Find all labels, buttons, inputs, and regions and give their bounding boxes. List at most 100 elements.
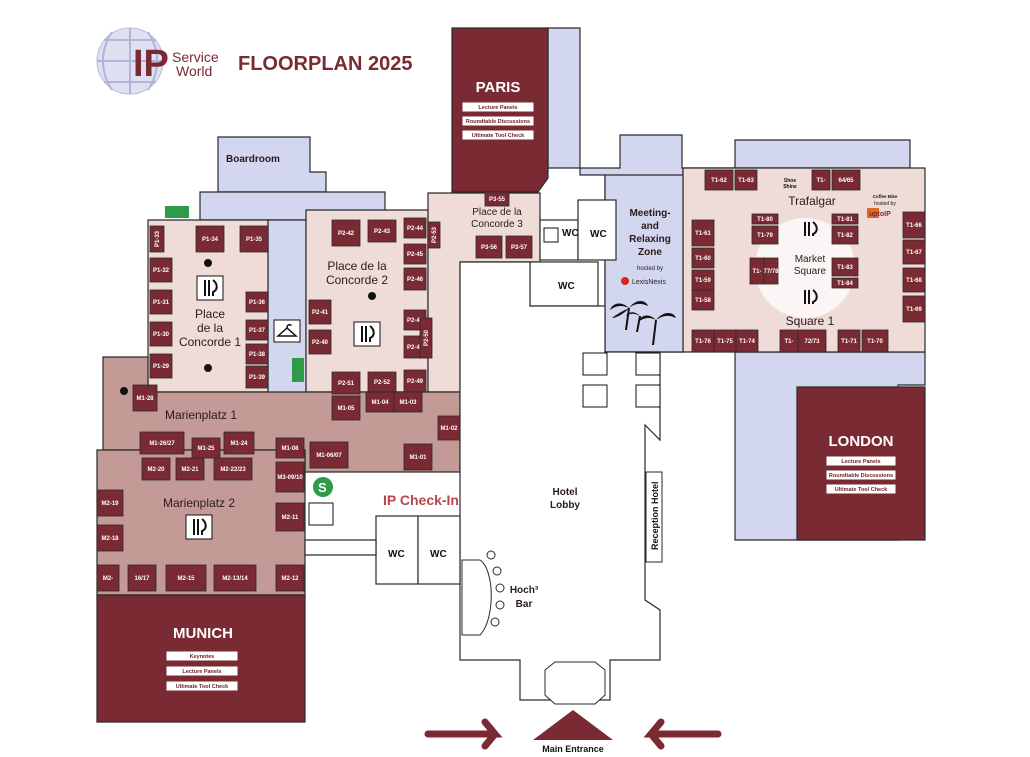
booth-p1: P1-39: [245, 365, 269, 389]
booth-m2: M2-11: [275, 502, 305, 532]
dot-markers: [120, 259, 376, 395]
paris-item: Lecture Panels: [478, 105, 517, 111]
booth-label: P1-31: [153, 300, 170, 306]
svg-text:Concorde 1: Concorde 1: [179, 335, 241, 349]
booth-label: T1-62: [711, 178, 727, 184]
booth-label: M2-15: [177, 576, 195, 582]
booth-label: 64/65: [838, 178, 854, 184]
booth-t1: T1-75: [713, 329, 737, 353]
booth-m2: M2-13/14: [213, 564, 257, 592]
booth-t1: T1-: [779, 329, 799, 353]
booth-label: P2-50: [424, 329, 430, 346]
booth-label: M2-12: [281, 576, 299, 582]
booth-t1: T1-68: [902, 267, 926, 293]
booth-label: P1-35: [246, 237, 263, 243]
svg-text:Concorde 3: Concorde 3: [471, 219, 523, 230]
page-title: FLOORPLAN 2025: [238, 53, 412, 75]
booth-m1: M1-24: [223, 431, 255, 455]
exit-sign-icon: [292, 358, 304, 382]
svg-text:Square: Square: [794, 266, 827, 277]
booth-label: M2-22/23: [220, 467, 246, 473]
booth-p1: P1-31: [149, 289, 173, 315]
booth-label: T1-81: [837, 217, 853, 223]
booth-t1: T1-63: [734, 169, 758, 191]
booth-label: T1-: [817, 178, 826, 184]
london-item: Lecture Panels: [841, 459, 880, 465]
boardroom-label: Boardroom: [226, 154, 280, 165]
emergency-exit-icon: [165, 206, 189, 218]
booth-label: T1-71: [841, 339, 857, 345]
svg-text:Relaxing: Relaxing: [629, 234, 671, 245]
wc-label: WC: [590, 229, 607, 240]
stage-munich-name: MUNICH: [173, 625, 233, 642]
marienplatz2-label: Marienplatz 2: [163, 496, 235, 510]
london-item: Ultimate Tool Check: [835, 487, 888, 493]
booth-p1: P1-30: [149, 321, 173, 347]
paris-item: Roundtable Discussions: [466, 119, 530, 125]
booth-label: P3-55: [489, 197, 506, 203]
booth-t1: T1-60: [691, 247, 715, 269]
shoe-shine-label: Shoe Shine: [783, 178, 797, 190]
booth-label: M2-11: [282, 515, 299, 521]
entrance-triangle: [533, 710, 613, 740]
booth-p3: P3-57: [505, 235, 533, 259]
booth-t1: T1-70: [861, 329, 889, 353]
booth-label: T1-68: [906, 278, 922, 284]
booth-m1: M1-28: [132, 384, 158, 412]
booth-m2: M2-: [96, 564, 120, 592]
booth-p2: P2-41: [308, 299, 332, 325]
s-bahn-icon: S: [313, 477, 333, 497]
meeting-zone: [604, 174, 684, 353]
booth-label: P2-49: [407, 379, 424, 385]
booth-label: P1-29: [153, 364, 170, 370]
booth-label: P1-36: [249, 300, 266, 306]
booth-m1: M1-01: [403, 443, 433, 471]
booth-label: T1-79: [757, 233, 773, 239]
booth-t1: T1-: [811, 169, 831, 191]
booth-label: M1-24: [230, 441, 248, 447]
market-square-label: Market Square: [794, 254, 827, 277]
meeting-zone-label: Meeting- and Relaxing Zone hosted by Lex…: [621, 208, 671, 286]
booth-m2: M2-19: [96, 489, 124, 517]
svg-text:Shine: Shine: [783, 184, 797, 190]
logo-service: Service: [172, 49, 219, 65]
svg-text:hosted by: hosted by: [874, 201, 896, 207]
svg-text:Place de la: Place de la: [472, 207, 522, 218]
booth-label: M1-04: [371, 400, 389, 406]
reception-label: Reception Hotel: [650, 481, 660, 550]
booth-label: P2-42: [338, 231, 355, 237]
booth-p1: P1-35: [239, 225, 269, 253]
booth-m2: 16/17: [127, 564, 157, 592]
booth-p1: P1-32: [149, 257, 173, 283]
hotel-lobby: [459, 261, 661, 701]
pdlc1-label: Place de la Concorde 1: [179, 307, 241, 349]
booth-p2: P2-52: [367, 371, 397, 393]
cutlery-icon: [804, 289, 818, 304]
booth-p2: P2-42: [331, 219, 361, 247]
booth-label: P2-46: [407, 277, 424, 283]
booth-m2: M2-18: [96, 524, 124, 552]
booth-label: M2-20: [147, 467, 165, 473]
svg-text:Concorde 2: Concorde 2: [326, 273, 388, 287]
booth-label: M1-02: [440, 426, 458, 432]
booth-m2: M2-20: [141, 457, 171, 481]
svg-text:Market: Market: [795, 254, 826, 265]
booth-label: T1-74: [739, 339, 755, 345]
booth-label: M2-13/14: [222, 576, 248, 582]
svg-text:S: S: [318, 480, 327, 495]
booth-t1: T1-79: [751, 225, 779, 245]
wc-block-top: [529, 199, 617, 307]
booth-label: M1-28: [136, 396, 154, 402]
uptoip-logo-icon: [867, 208, 879, 218]
lexisnexis-logo-icon: [621, 277, 629, 285]
booth-label: P1-38: [249, 352, 266, 358]
svg-text:uptoIP: uptoIP: [869, 211, 891, 218]
booth-t1: T1-74: [735, 329, 759, 353]
booth-t1: T1-80: [751, 213, 779, 225]
booth-label: T1-82: [837, 233, 853, 239]
booth-label: T1-: [785, 339, 794, 345]
wc-block-bottom: [304, 515, 461, 585]
booth-label: T1-70: [867, 339, 883, 345]
